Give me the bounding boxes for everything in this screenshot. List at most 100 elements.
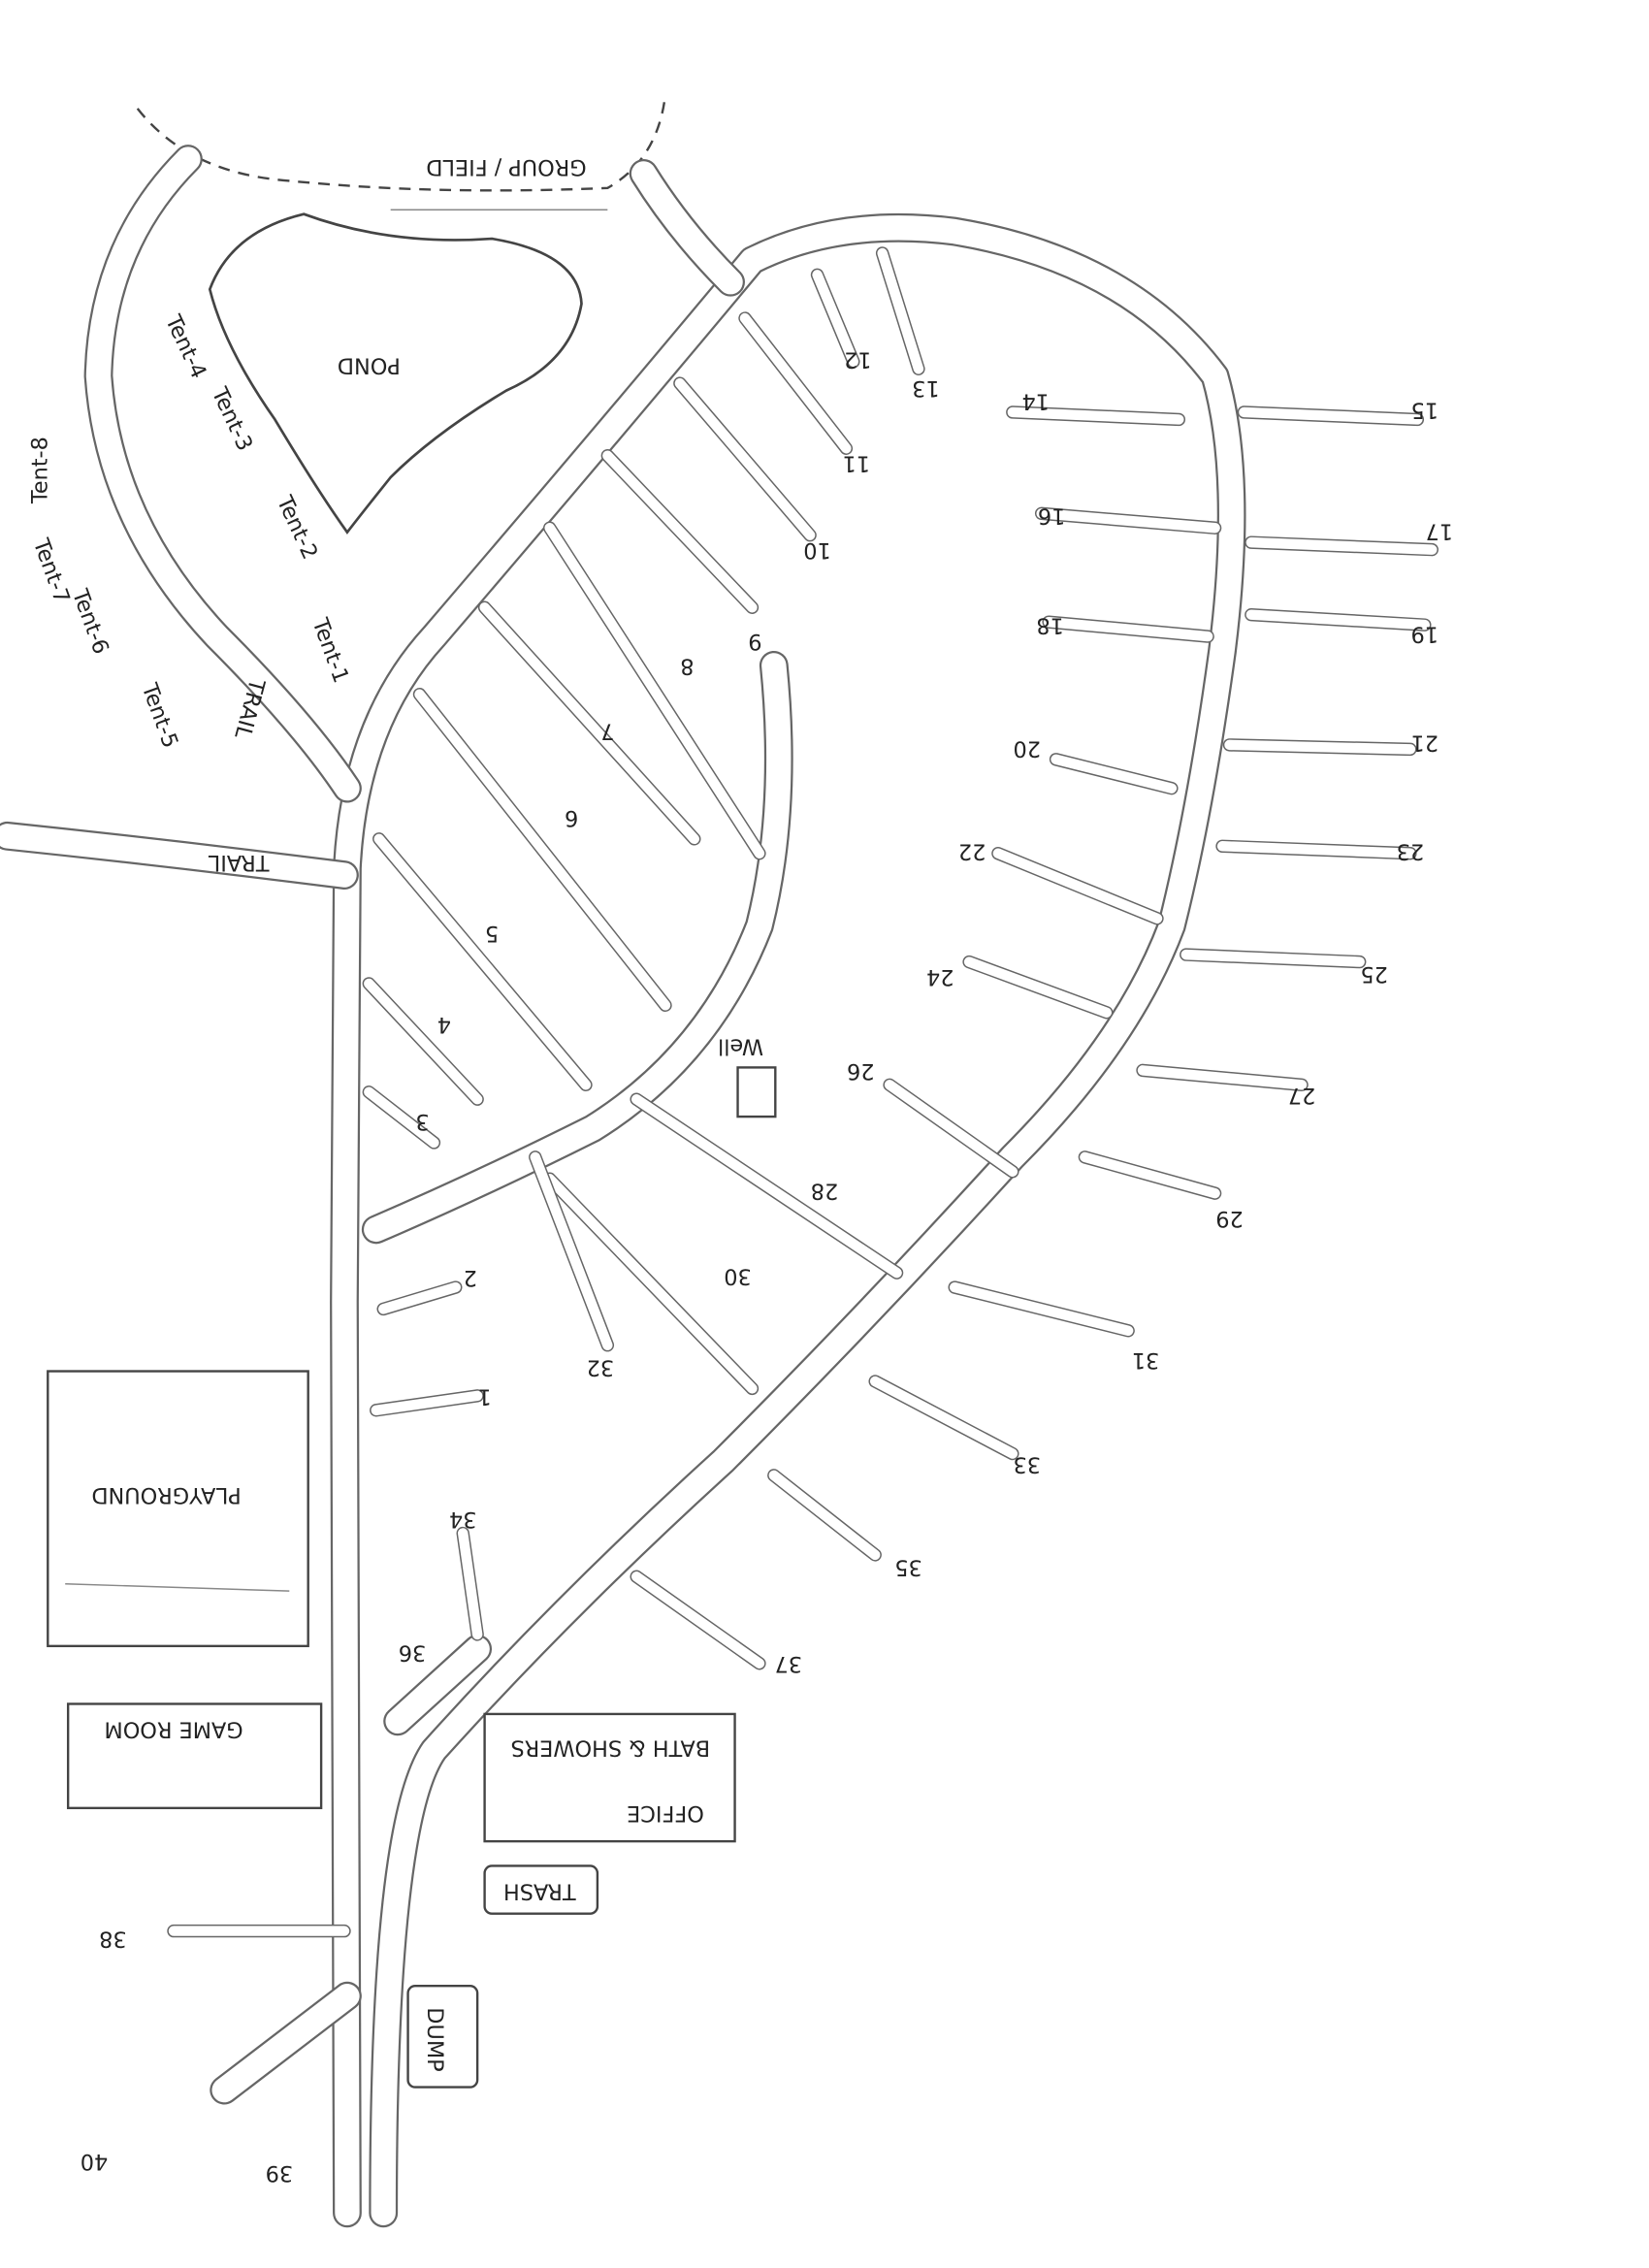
site-spur-fill xyxy=(1216,841,1416,859)
site-6[interactable]: 6 xyxy=(565,805,578,830)
site-12[interactable]: 12 xyxy=(844,346,871,372)
site-spur-fill xyxy=(544,523,765,859)
playground-label[interactable]: PLAYGROUND xyxy=(91,1482,241,1507)
site-1[interactable]: 1 xyxy=(477,1383,491,1409)
site-16[interactable]: 16 xyxy=(1038,502,1065,528)
trash-area[interactable] xyxy=(483,1864,599,1915)
site-27[interactable]: 27 xyxy=(1288,1083,1315,1108)
main-road[interactable] xyxy=(330,212,1246,2228)
site-20[interactable]: 20 xyxy=(1014,735,1041,761)
tent-site-4[interactable]: Tent-4 xyxy=(160,310,211,382)
site-spur-fill xyxy=(544,1174,758,1394)
site-38[interactable]: 38 xyxy=(99,1927,126,1952)
site-spur-fill xyxy=(364,1086,439,1149)
site-3[interactable]: 3 xyxy=(415,1109,429,1134)
site-26[interactable]: 26 xyxy=(847,1058,874,1084)
site-36[interactable]: 36 xyxy=(399,1639,426,1665)
site-spurs xyxy=(167,246,1439,1938)
site-33[interactable]: 33 xyxy=(1014,1451,1041,1476)
site-spur-fill xyxy=(877,247,924,374)
trail-label-upper[interactable]: TRAIL xyxy=(229,675,270,742)
site-40[interactable]: 40 xyxy=(81,2149,108,2174)
site-37[interactable]: 37 xyxy=(774,1651,801,1676)
site-spur-fill xyxy=(949,1281,1134,1337)
site-spur-fill xyxy=(884,1080,1018,1177)
site-7[interactable]: 7 xyxy=(600,718,614,743)
bath-office-building[interactable] xyxy=(483,1712,736,1843)
site-24[interactable]: 24 xyxy=(926,964,954,989)
site-spur-fill xyxy=(739,312,852,454)
site-spur-fill xyxy=(768,1470,881,1561)
site-spur-fill xyxy=(371,1390,483,1416)
trash-label[interactable]: TRASH xyxy=(503,1878,577,1903)
site-9[interactable]: 9 xyxy=(748,629,761,654)
well-marker[interactable] xyxy=(736,1066,777,1118)
pond-label[interactable]: POND xyxy=(338,352,401,377)
site-19[interactable]: 19 xyxy=(1411,622,1439,647)
site-5[interactable]: 5 xyxy=(485,921,499,946)
site-30[interactable]: 30 xyxy=(724,1264,751,1289)
tent-site-1[interactable]: Tent-1 xyxy=(307,614,353,687)
site-spur-fill xyxy=(630,1571,765,1669)
site-spur-fill xyxy=(479,602,700,845)
site-17[interactable]: 17 xyxy=(1425,519,1452,544)
tent-site-5[interactable]: Tent-5 xyxy=(136,679,182,752)
left-trail-fill xyxy=(85,146,360,801)
site-spur-fill xyxy=(963,956,1112,1018)
site-29[interactable]: 29 xyxy=(1215,1206,1243,1231)
site-spur-fill xyxy=(1080,1151,1220,1199)
tent-site-3[interactable]: Tent-3 xyxy=(206,383,257,455)
site-spur-fill xyxy=(1036,508,1220,534)
site-2[interactable]: 2 xyxy=(464,1265,477,1290)
site-28[interactable]: 28 xyxy=(811,1179,838,1204)
site-spur-fill xyxy=(378,1281,461,1314)
spur-36-fill xyxy=(385,1636,490,1734)
site-spur-fill xyxy=(530,1151,613,1350)
game-room-label[interactable]: GAME ROOM xyxy=(104,1716,242,1741)
tent-site-2[interactable]: Tent-2 xyxy=(271,491,322,563)
site-spur-fill xyxy=(373,833,592,1090)
site-10[interactable]: 10 xyxy=(803,537,830,563)
lower-trail-fill xyxy=(0,824,357,888)
dump-station[interactable] xyxy=(406,1985,479,2089)
playground-line xyxy=(65,1582,290,1592)
site-spur-fill xyxy=(812,270,859,367)
site-14[interactable]: 14 xyxy=(1021,389,1049,414)
site-spur-fill xyxy=(869,1376,1018,1459)
site-spur-fill xyxy=(1180,949,1365,967)
tent-site-7[interactable]: Tent-7 xyxy=(27,535,74,607)
site-31[interactable]: 31 xyxy=(1132,1347,1159,1373)
dump-label[interactable]: DUMP xyxy=(422,2007,447,2071)
well-label: Well xyxy=(718,1034,763,1059)
site-34[interactable]: 34 xyxy=(449,1507,476,1532)
office-label[interactable]: OFFICE xyxy=(627,1800,704,1826)
site-23[interactable]: 23 xyxy=(1397,838,1424,863)
site-15[interactable]: 15 xyxy=(1411,397,1439,422)
site-spur-fill xyxy=(1245,536,1438,555)
site-21[interactable]: 21 xyxy=(1411,729,1439,755)
tent-site-8[interactable]: Tent-8 xyxy=(27,437,52,504)
site-11[interactable]: 11 xyxy=(843,451,870,476)
spur-39-fill xyxy=(211,1984,360,2103)
site-4[interactable]: 4 xyxy=(437,1012,451,1037)
trail-label-lower[interactable]: TRAIL xyxy=(208,850,270,875)
site-22[interactable]: 22 xyxy=(958,838,986,863)
bath-showers-label[interactable]: BATH & SHOWERS xyxy=(511,1735,711,1761)
site-spur-fill xyxy=(630,1093,902,1279)
inner-road-fill xyxy=(364,653,792,1243)
playground-area[interactable] xyxy=(47,1370,309,1648)
site-spur-fill xyxy=(364,978,483,1105)
site-13[interactable]: 13 xyxy=(912,375,939,401)
site-8[interactable]: 8 xyxy=(680,653,694,678)
site-39[interactable]: 39 xyxy=(266,2160,293,2186)
site-spur-fill xyxy=(674,377,816,540)
site-35[interactable]: 35 xyxy=(894,1554,922,1579)
site-spur-fill xyxy=(1007,406,1184,425)
group-field-label[interactable]: GROUP / FIELD xyxy=(426,154,586,179)
site-18[interactable]: 18 xyxy=(1036,613,1063,638)
game-room-building[interactable] xyxy=(66,1702,323,1810)
site-32[interactable]: 32 xyxy=(587,1355,614,1380)
site-spur-fill xyxy=(1137,1065,1308,1090)
site-25[interactable]: 25 xyxy=(1360,961,1387,987)
